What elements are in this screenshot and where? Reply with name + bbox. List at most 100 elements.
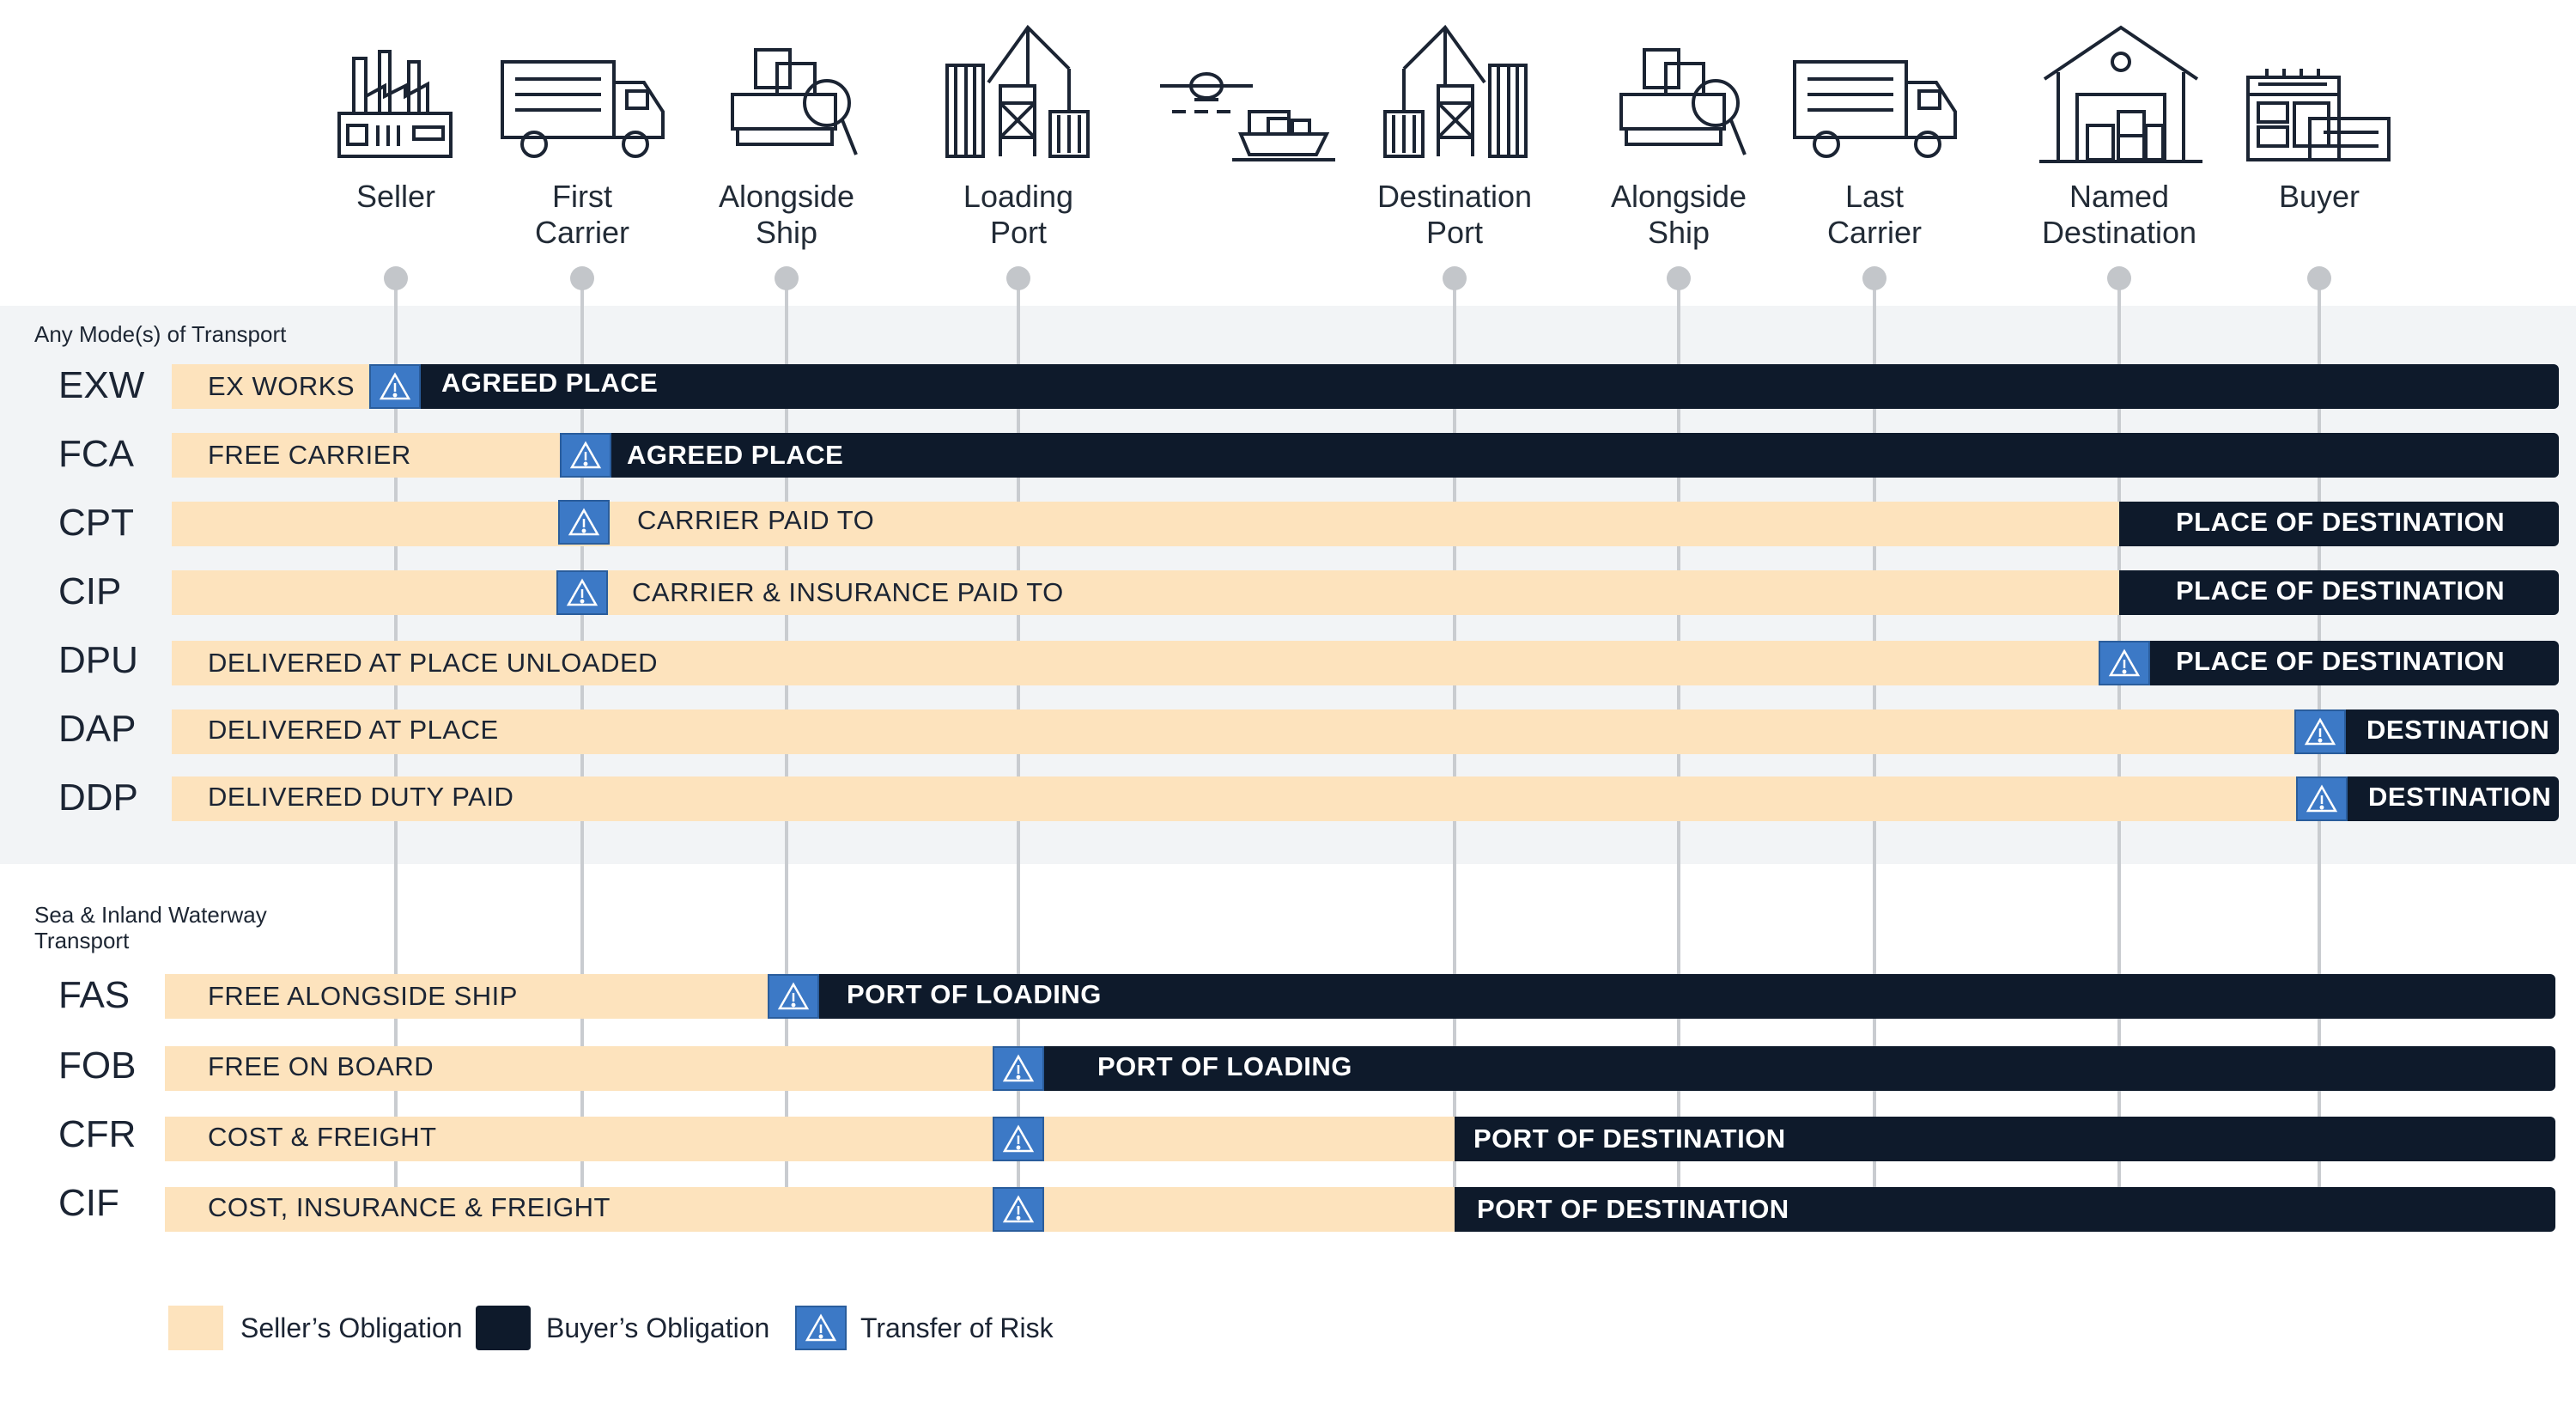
- warning-triangle-icon: [805, 1313, 837, 1342]
- stage-label-line2: Carrier: [1826, 215, 1922, 250]
- legend-swatch-seller: [168, 1306, 223, 1350]
- warning-triangle-icon: [566, 578, 598, 606]
- legend-label-buyer: Buyer’s Obligation: [546, 1312, 770, 1343]
- warning-triangle-icon: [1002, 1195, 1035, 1223]
- buyer-obligation-text: PORT OF LOADING: [1097, 1051, 1352, 1081]
- stage-label-line2: Seller: [355, 179, 436, 214]
- incoterm-code-dpu: DPU: [58, 639, 138, 681]
- warning-triangle-icon: [1002, 1124, 1035, 1153]
- buyer-obligation-bar: [1455, 1187, 2555, 1232]
- seller-obligation-text: CARRIER PAID TO: [637, 505, 875, 535]
- stage-label-line2: Buyer: [2278, 179, 2360, 214]
- buyer-obligation-bar: [2346, 709, 2559, 754]
- legend-swatch-buyer: [476, 1306, 531, 1350]
- stage-label-line2: Ship: [755, 215, 818, 250]
- stage-label-named-destination: Named Destination: [2008, 179, 2231, 251]
- buyer-obligation-text: PLACE OF DESTINATION: [2176, 646, 2506, 676]
- transfer-of-risk-marker: [558, 500, 610, 545]
- truck-icon: [1790, 17, 1962, 163]
- cargo-inspection-icon: [1614, 17, 1752, 172]
- stage-label-first-carrier: First Carrier: [471, 179, 694, 251]
- buyer-obligation-text: AGREED PLACE: [627, 440, 844, 470]
- incoterm-code-fca: FCA: [58, 433, 134, 475]
- buyer-obligation-bar: [2148, 641, 2559, 685]
- stage-label-line1: Alongside: [718, 179, 855, 214]
- transfer-of-risk-marker: [768, 974, 819, 1019]
- transfer-of-risk-marker: [993, 1117, 1044, 1161]
- stage-label-line1: Loading: [963, 179, 1074, 214]
- incoterm-code-cip: CIP: [58, 570, 122, 612]
- buyer-obligation-text: PLACE OF DESTINATION: [2176, 507, 2506, 537]
- buyer-obligation-text: AGREED PLACE: [441, 368, 659, 398]
- stage-marker-last-carrier: [1862, 266, 1886, 290]
- stage-marker-seller: [384, 266, 408, 290]
- stage-label-loading-port: Loading Port: [907, 179, 1130, 251]
- transfer-of-risk-marker: [560, 433, 611, 478]
- factory-icon: [335, 17, 455, 163]
- seller-obligation-bar: [172, 433, 560, 478]
- seller-obligation-text: DELIVERED AT PLACE UNLOADED: [208, 648, 659, 678]
- stage-marker-buyer: [2307, 266, 2331, 290]
- section-label-sea-line1: Sea & Inland Waterway: [34, 902, 267, 928]
- cargo-inspection-icon: [726, 17, 863, 172]
- buyer-obligation-bar: [2119, 570, 2559, 615]
- buyer-obligation-bar: [2119, 502, 2559, 546]
- transfer-of-risk-marker: [2099, 641, 2150, 685]
- seller-obligation-bar: [165, 1187, 1455, 1232]
- buyer-obligation-bar: [2348, 776, 2559, 821]
- seller-obligation-text: CARRIER & INSURANCE PAID TO: [632, 577, 1064, 607]
- stage-label-alongside-ship-1: Alongside Ship: [675, 179, 898, 251]
- seller-obligation-bar: [165, 974, 768, 1019]
- buyer-obligation-text: DESTINATION: [2366, 715, 2550, 745]
- stage-label-line1: Named: [2069, 179, 2170, 214]
- stage-label-line2: Port: [1425, 215, 1484, 250]
- stage-label-last-carrier: Last Carrier: [1763, 179, 1986, 251]
- warning-triangle-icon: [2304, 717, 2336, 746]
- seller-obligation-bar: [165, 1117, 1455, 1161]
- seller-obligation-text: DELIVERED AT PLACE: [208, 715, 499, 745]
- stage-label-line1: Destination: [1376, 179, 1533, 214]
- stage-label-line2: Ship: [1647, 215, 1710, 250]
- buyer-obligation-text: PLACE OF DESTINATION: [2176, 575, 2506, 606]
- incoterm-code-exw: EXW: [58, 364, 145, 406]
- seller-obligation-bar: [172, 709, 2296, 754]
- seller-obligation-text: DELIVERED DUTY PAID: [208, 782, 514, 812]
- stage-label-alongside-ship-2: Alongside Ship: [1567, 179, 1790, 251]
- incoterm-code-ddp: DDP: [58, 776, 138, 819]
- stage-marker-named-destination: [2107, 266, 2131, 290]
- seller-obligation-text: FREE CARRIER: [208, 440, 411, 470]
- seller-obligation-text: FREE ALONGSIDE SHIP: [208, 981, 518, 1011]
- stage-marker-alongside-ship-2: [1667, 266, 1691, 290]
- port-crane-icon: [1378, 17, 1533, 163]
- plane-and-ship-icon: [1155, 17, 1344, 163]
- stage-label-line2: Destination: [2041, 215, 2197, 250]
- warning-triangle-icon: [1002, 1054, 1035, 1082]
- transfer-of-risk-marker: [2294, 709, 2346, 754]
- warning-triangle-icon: [2306, 784, 2338, 813]
- incoterm-code-cpt: CPT: [58, 502, 134, 544]
- seller-obligation-text: COST & FREIGHT: [208, 1122, 437, 1152]
- warehouse-icon: [2039, 17, 2202, 167]
- incoterm-code-cfr: CFR: [58, 1113, 137, 1155]
- transfer-of-risk-marker: [369, 364, 421, 409]
- warning-triangle-icon: [2108, 649, 2141, 677]
- buyer-obligation-bar: [817, 974, 2555, 1019]
- stage-label-buyer: Buyer: [2208, 179, 2431, 215]
- incoterm-code-fas: FAS: [58, 974, 131, 1016]
- legend-label-risk: Transfer of Risk: [860, 1312, 1054, 1343]
- buyer-obligation-bar: [1042, 1046, 2555, 1091]
- seller-obligation-bar: [172, 776, 2298, 821]
- transfer-of-risk-marker: [993, 1046, 1044, 1091]
- legend-swatch-risk: [795, 1306, 847, 1350]
- buyer-obligation-text: PORT OF DESTINATION: [1477, 1194, 1789, 1224]
- seller-obligation-bar: [165, 1046, 993, 1091]
- stage-label-line1: First: [552, 179, 612, 214]
- stage-label-line1: Alongside: [1610, 179, 1747, 214]
- legend-label-seller: Seller’s Obligation: [240, 1312, 463, 1343]
- stage-marker-first-carrier: [570, 266, 594, 290]
- transfer-of-risk-marker: [556, 570, 608, 615]
- stage-label-destination-port: Destination Port: [1343, 179, 1566, 251]
- seller-obligation-text: COST, INSURANCE & FREIGHT: [208, 1192, 611, 1222]
- incoterm-code-dap: DAP: [58, 708, 137, 750]
- stage-label-line2: Carrier: [534, 215, 629, 250]
